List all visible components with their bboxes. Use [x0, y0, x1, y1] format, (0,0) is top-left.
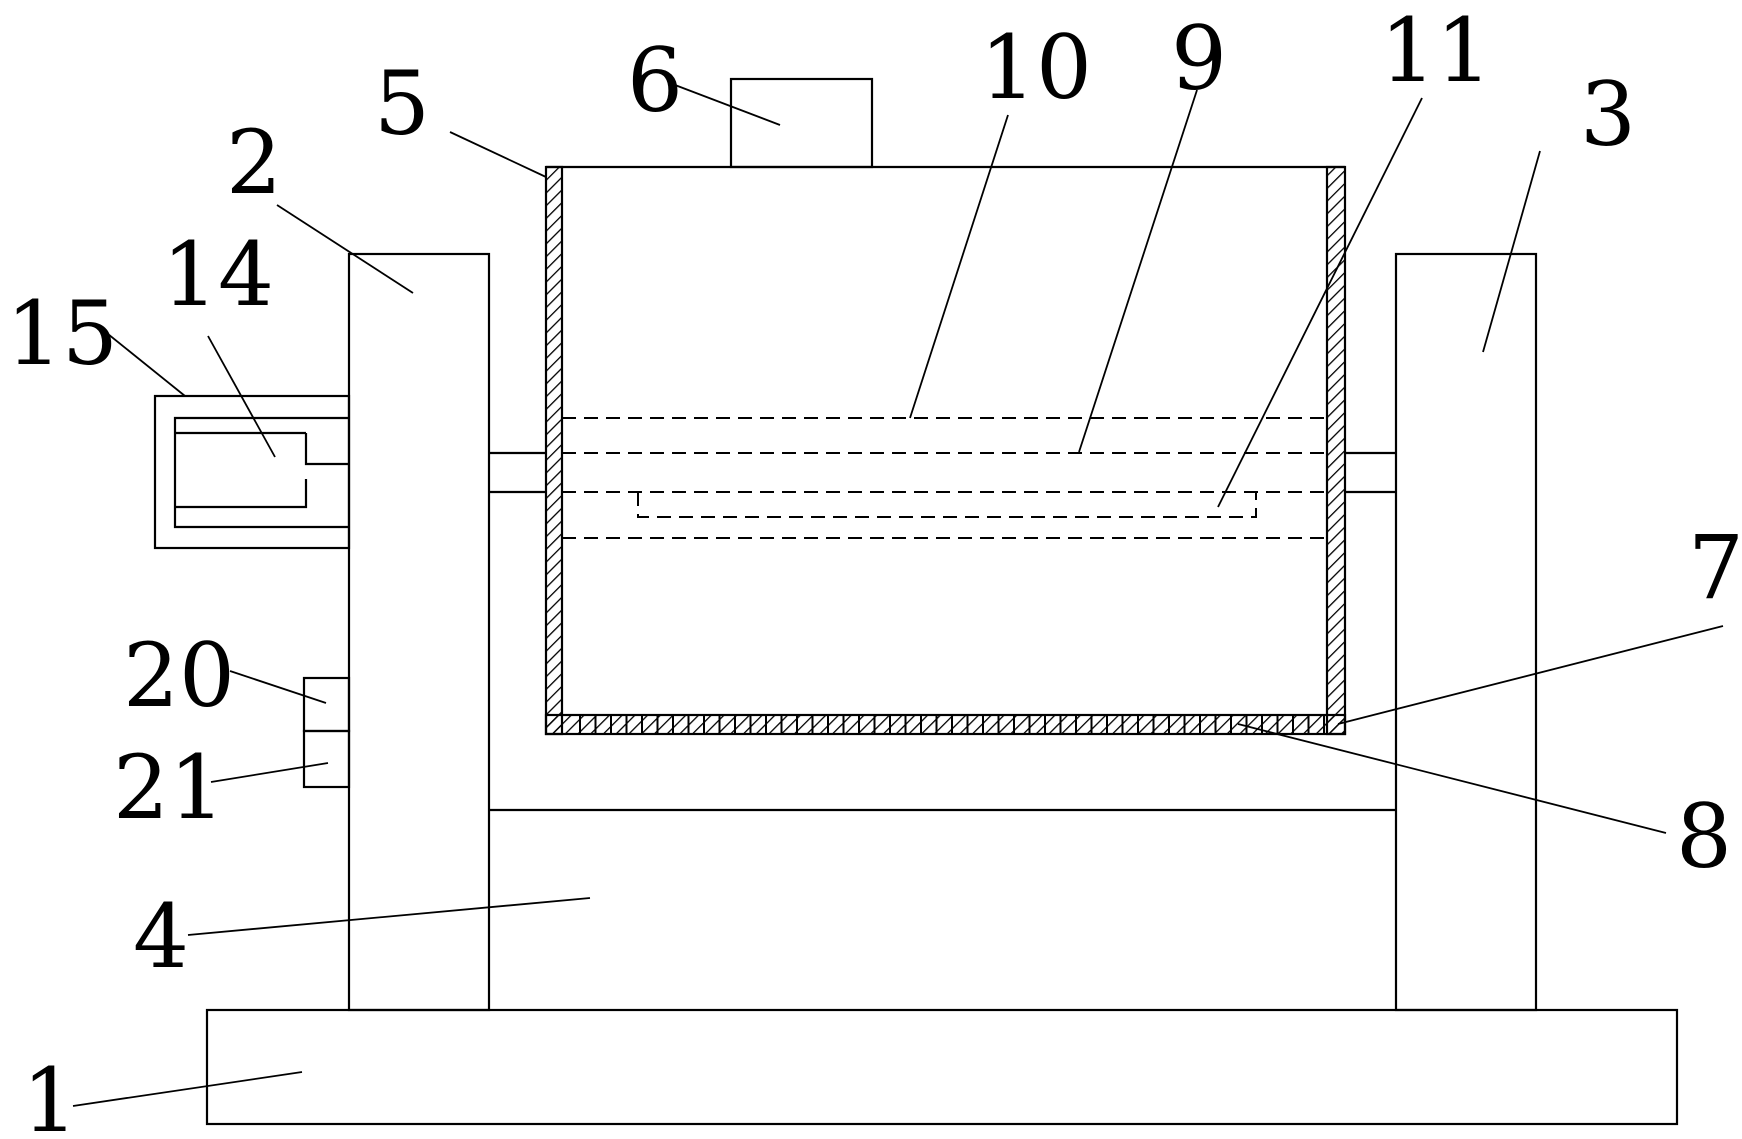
leader-4: [187, 897, 591, 936]
motor-body: [304, 433, 349, 466]
label-7: 7: [1688, 516, 1742, 619]
label-3: 3: [1580, 63, 1636, 166]
drum-right-wall: [1325, 165, 1347, 736]
leader-10: [909, 114, 1009, 419]
label-15: 15: [6, 282, 118, 385]
leader-11: [1217, 97, 1423, 508]
label-1: 1: [22, 1049, 78, 1139]
right-column: [1394, 252, 1538, 1012]
label-14: 14: [162, 223, 274, 326]
leader-2: [276, 204, 414, 294]
leader-9: [1078, 89, 1198, 453]
control-switch: [302, 729, 351, 789]
label-11: 11: [1380, 0, 1492, 102]
label-6: 6: [627, 29, 683, 132]
heating-strip: [579, 716, 1325, 733]
label-5: 5: [374, 52, 430, 155]
mixing-blade: [637, 492, 1257, 518]
leader-5: [449, 131, 547, 178]
leader-14: [207, 335, 276, 458]
leader-20: [229, 670, 327, 704]
label-10: 10: [980, 16, 1092, 119]
leader-1: [72, 1071, 303, 1107]
feed-port: [729, 77, 874, 169]
label-21: 21: [113, 736, 225, 839]
drum-bottom-wall: [544, 713, 1347, 736]
base-plate: [205, 1008, 1679, 1126]
label-4: 4: [133, 885, 189, 988]
leader-15: [102, 329, 186, 397]
motor-inner-frame: [173, 416, 349, 529]
label-20: 20: [123, 624, 235, 727]
left-column: [347, 252, 491, 1012]
label-8: 8: [1676, 785, 1732, 888]
leader-8: [1237, 723, 1667, 834]
leader-3: [1482, 150, 1541, 353]
leader-6: [674, 84, 781, 126]
leader-21: [210, 762, 329, 783]
motor-body-lower: [175, 479, 308, 509]
drum-left-wall: [544, 165, 564, 736]
label-2: 2: [226, 111, 282, 214]
control-panel: [302, 676, 351, 733]
motor-housing: [153, 394, 351, 550]
leader-7: [1337, 625, 1724, 725]
label-9: 9: [1171, 7, 1227, 110]
